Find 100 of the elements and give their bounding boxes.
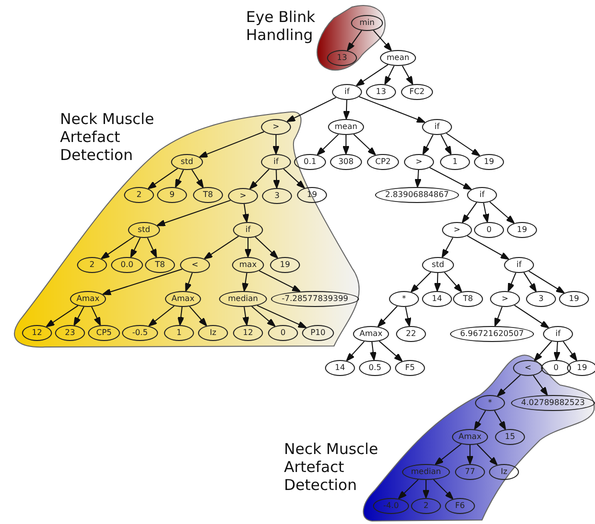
arrow xyxy=(398,479,419,500)
tree-node: 2 xyxy=(411,498,441,514)
tree-node: > xyxy=(442,222,472,238)
arrow xyxy=(316,134,339,156)
tree-node: > xyxy=(228,188,258,204)
arrow xyxy=(254,236,278,259)
arrow xyxy=(433,479,454,500)
tree-node: std xyxy=(422,257,454,273)
arrow xyxy=(440,134,452,155)
arrow xyxy=(177,306,184,326)
tree-node: min xyxy=(351,15,383,31)
tree-node: 3 xyxy=(262,188,292,204)
arrow xyxy=(175,169,184,188)
arrow xyxy=(514,304,550,328)
tree-node: 12 xyxy=(22,325,52,341)
arrow xyxy=(356,64,388,86)
tree-node: 3 xyxy=(526,291,556,307)
tree-node: 14 xyxy=(325,360,355,376)
arrow xyxy=(466,235,510,260)
arrow xyxy=(414,170,422,188)
arrow xyxy=(429,167,472,190)
tree-node: Iz xyxy=(489,464,519,480)
tree-node: 19 xyxy=(567,360,595,376)
arrow xyxy=(508,272,516,292)
arrow xyxy=(523,272,537,292)
arrow xyxy=(353,134,376,156)
arrow xyxy=(251,306,276,327)
tree-node: 2 xyxy=(124,187,154,203)
arrow xyxy=(249,168,270,190)
arrow xyxy=(46,305,78,328)
arrow xyxy=(91,306,101,326)
arrow xyxy=(434,444,462,466)
tree-node: 0.1 xyxy=(294,154,326,170)
tree-node: 0 xyxy=(268,325,298,341)
arrow xyxy=(283,168,305,189)
arrow xyxy=(342,134,350,154)
arrow xyxy=(378,340,403,362)
arrow xyxy=(286,96,336,122)
arrow xyxy=(102,268,183,296)
tree-node: Iz xyxy=(198,325,228,341)
arrow xyxy=(476,444,498,466)
tree-node: Amax xyxy=(352,326,390,342)
tree-node: 19 xyxy=(270,257,300,273)
arrow xyxy=(258,270,301,292)
arrow xyxy=(528,270,565,294)
arrow xyxy=(444,272,462,292)
arrow xyxy=(410,272,432,292)
tree-node: -7.28577839399 xyxy=(270,291,360,307)
arrow xyxy=(466,444,474,464)
tree-node: CP2 xyxy=(367,154,399,170)
arrow xyxy=(446,132,480,156)
arrow xyxy=(434,272,441,292)
tree-node: 13 xyxy=(366,84,396,100)
arrow xyxy=(147,237,157,258)
tree-node: 0.0 xyxy=(111,257,143,273)
arrow xyxy=(148,306,175,326)
arrow xyxy=(532,374,548,396)
tree-node: T8 xyxy=(193,187,223,203)
tree-node: 19 xyxy=(559,291,589,307)
arrow xyxy=(198,131,264,158)
region-heading: Neck Muscle Artefact Detection xyxy=(60,110,156,164)
arrow xyxy=(244,238,252,258)
tree-node: if xyxy=(261,154,291,170)
arrow xyxy=(156,200,231,226)
tree-node: 19 xyxy=(507,222,537,238)
tree-node: if xyxy=(332,84,362,100)
arrow xyxy=(404,306,412,327)
arrow xyxy=(553,342,560,360)
tree-node: F6 xyxy=(445,498,475,514)
arrow xyxy=(482,202,490,223)
arrow xyxy=(534,340,552,362)
arrow xyxy=(272,134,280,154)
tree-node: max xyxy=(232,257,264,273)
tree-node: median xyxy=(402,464,450,480)
arrow xyxy=(242,306,250,326)
tree-node: * xyxy=(475,395,505,411)
tree-node: < xyxy=(180,257,210,273)
tree-node: 0.5 xyxy=(359,360,391,376)
tree-node: 308 xyxy=(330,154,362,170)
arrow xyxy=(191,169,204,188)
tree-node: 77 xyxy=(455,464,485,480)
tree-node: 15 xyxy=(495,429,525,445)
tree-node: FC2 xyxy=(401,84,433,100)
region-heading: Eye Blink Handling xyxy=(246,8,316,44)
tree-node: P10 xyxy=(302,325,334,341)
arrow xyxy=(256,304,307,328)
tree-node: mean xyxy=(380,50,416,66)
arrow xyxy=(497,374,521,397)
arrow xyxy=(494,410,506,430)
tree-node: 1 xyxy=(164,325,194,341)
arrow xyxy=(384,65,395,85)
tree-node: * xyxy=(389,291,419,307)
arrow xyxy=(422,480,430,498)
arrow xyxy=(462,202,478,224)
arrow xyxy=(494,306,503,327)
tree-node: 4.02789882523 xyxy=(511,395,595,411)
region-heading: Neck Muscle Artefact Detection xyxy=(284,440,380,494)
tree-node: 13 xyxy=(327,50,357,66)
tree-node: std xyxy=(128,222,160,238)
arrow xyxy=(562,340,578,362)
